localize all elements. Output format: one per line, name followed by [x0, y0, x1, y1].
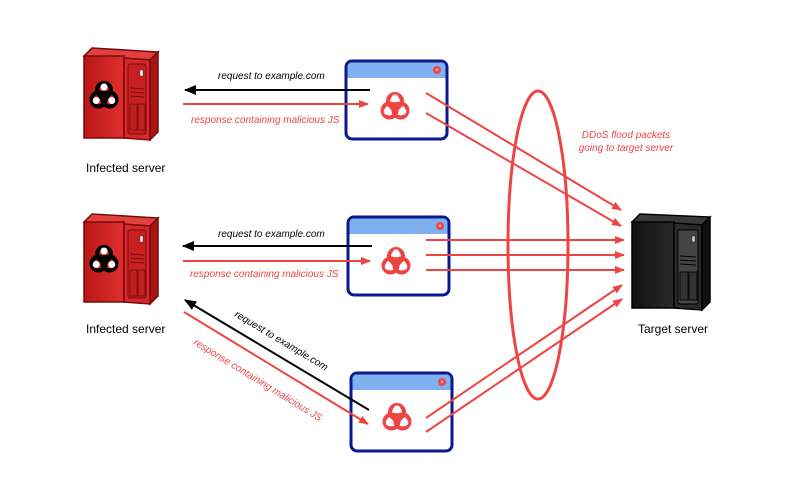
ddos-label-line1: DDoS flood packets [582, 130, 670, 141]
browser-window-3: × [349, 371, 454, 453]
request-arrow-1: request to example.com [184, 71, 370, 95]
close-icon[interactable]: × [433, 66, 441, 74]
close-icon[interactable]: × [436, 222, 444, 230]
svg-text:×: × [440, 380, 444, 386]
infected-server-label: Infected server [86, 322, 165, 336]
response-label: response containing malicious JS [191, 115, 340, 126]
svg-text:×: × [435, 68, 439, 74]
target-server: Target server [630, 213, 712, 336]
target-server-label: Target server [638, 322, 708, 336]
svg-text:×: × [438, 224, 442, 230]
infected-server-label: Infected server [86, 161, 165, 175]
flood-arrows [425, 92, 625, 433]
flood-arrow [425, 284, 623, 419]
browser-window-1: × [344, 59, 449, 141]
infected-server-1: Infected server [82, 47, 165, 175]
request-arrow-2: request to example.com [182, 229, 372, 251]
request-label: request to example.com [218, 229, 325, 240]
biohazard-server-icon [82, 47, 160, 142]
biohazard-server-icon [82, 213, 160, 306]
flood-arrow [425, 92, 622, 211]
infected-server-2: Infected server [82, 213, 165, 336]
flood-ellipse [506, 89, 570, 401]
response-label: response containing malicious JS [190, 269, 339, 280]
close-icon[interactable]: × [438, 378, 446, 386]
flood-arrow [425, 298, 623, 433]
flood-arrow [425, 112, 622, 227]
response-arrow-3: response containing malicious JS [183, 311, 369, 425]
request-label: request to example.com [232, 309, 329, 373]
ddos-annotation: DDoS flood packets going to target serve… [579, 130, 674, 154]
server-icon [630, 213, 712, 312]
response-arrow-1: response containing malicious JS [183, 100, 369, 126]
response-arrow-2: response containing malicious JS [183, 257, 371, 280]
ddos-label-line2: going to target server [579, 143, 674, 154]
request-label: request to example.com [218, 71, 325, 82]
